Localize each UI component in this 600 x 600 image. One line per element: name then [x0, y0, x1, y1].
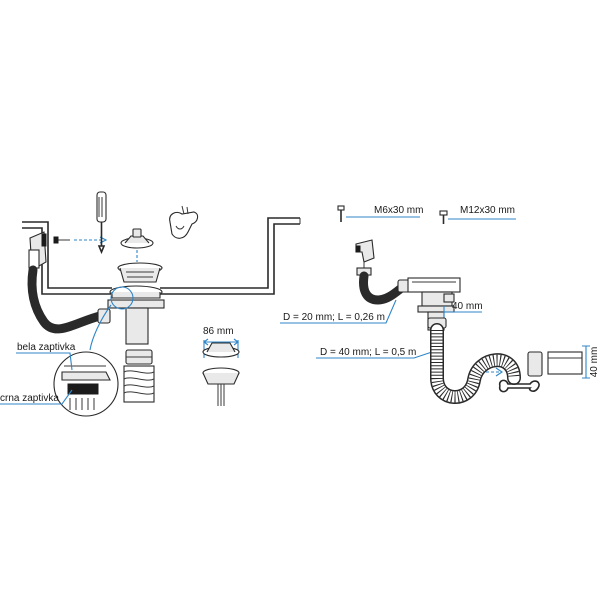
arrow-icon: [486, 367, 503, 377]
strainer-body: [117, 262, 163, 283]
hose-small-callout: [280, 299, 397, 324]
gasket-detail: [53, 351, 119, 417]
hose-large-label: D = 40 mm; L = 0,5 m: [320, 347, 416, 358]
siphon-head: [407, 277, 461, 331]
outlet-width-label: 40 mm: [452, 301, 483, 312]
hose-clip: [498, 379, 540, 393]
detail-circle-top: [89, 286, 134, 351]
outlet-40-dimension: [443, 306, 482, 318]
overflow-cover: [28, 231, 47, 271]
sink-basin: [22, 217, 301, 295]
hose-large-callout: [316, 351, 433, 359]
end-coupling: [527, 351, 583, 377]
vertical-dim-label: 40 mm: [589, 347, 600, 378]
white-gasket-label: bela zaptivka: [17, 342, 76, 353]
overflow-fitting: [355, 239, 375, 276]
drain-flange: [107, 285, 165, 345]
screw-m12-label: M12x30 mm: [460, 205, 515, 216]
corrugated-tube: [123, 365, 155, 403]
hose-small-label: D = 20 mm; L = 0,26 m: [283, 312, 385, 323]
screw-m6-icon: [337, 205, 420, 222]
screwdriver-icon: [96, 191, 107, 255]
small-overflow-hose: [359, 271, 411, 305]
strainer-86-dimension: [203, 338, 239, 358]
pipe-nut: [125, 349, 153, 365]
gasket-callouts: [0, 352, 73, 405]
strainer-basket: [120, 228, 154, 262]
screw-m6-label: M6x30 mm: [374, 205, 423, 216]
screw-m12-icon: [439, 210, 516, 224]
strainer-assembled: [202, 342, 240, 406]
hand-icon: [169, 205, 199, 239]
vertical-40-dimension: [582, 345, 590, 379]
overflow-hose: [27, 265, 111, 334]
screw-left: [53, 236, 108, 244]
large-siphon-hose: [430, 323, 521, 404]
strainer-width-label: 86 mm: [203, 326, 234, 337]
black-gasket-label: crna zaptivka: [0, 393, 59, 404]
